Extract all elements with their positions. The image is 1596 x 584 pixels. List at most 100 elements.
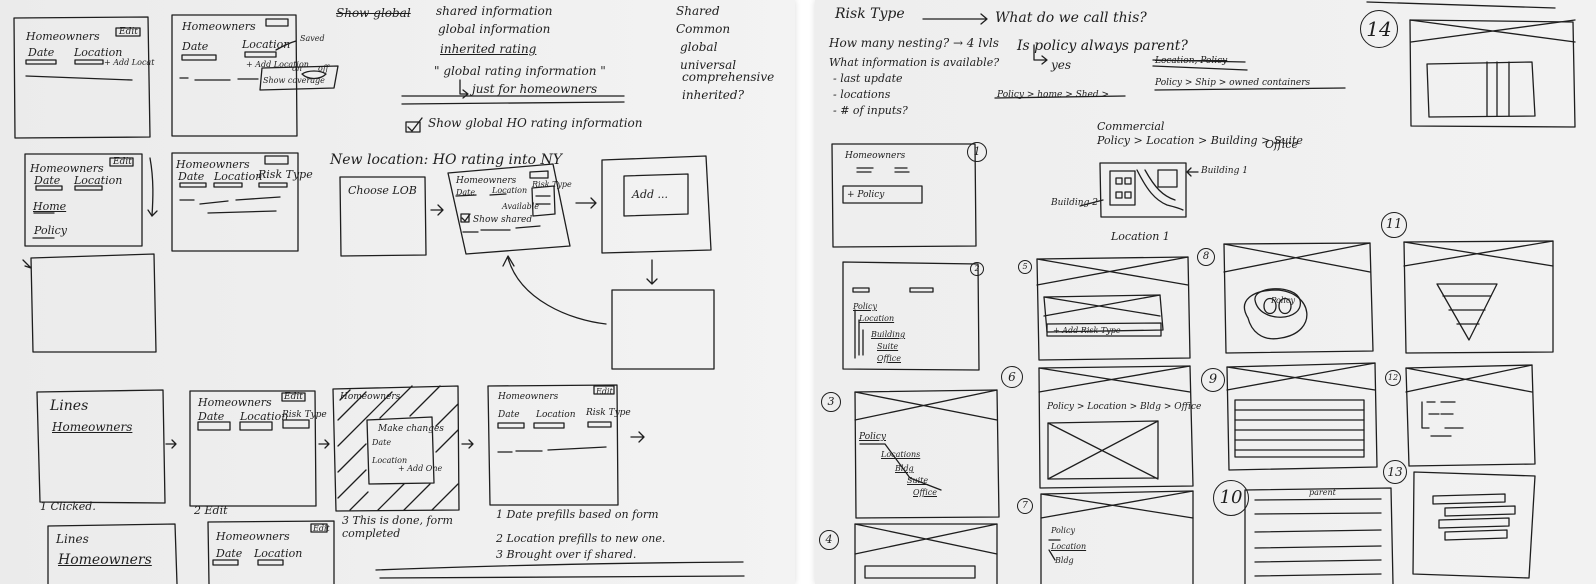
caption-step-4b: 2 Location prefills to new one.	[496, 532, 666, 545]
sketch-8-policy: Policy	[1271, 296, 1295, 305]
word-list-item: comprehensive	[682, 70, 775, 84]
caption-step-1: 1 Clicked.	[40, 500, 96, 513]
frame-c-title: Homeowners	[30, 162, 104, 175]
frame-b-location: Location	[242, 38, 291, 51]
caption-step-4c: 3 Brought over if shared.	[496, 548, 637, 561]
sketch-number-12: 12	[1385, 370, 1401, 386]
word-list-item: global	[680, 40, 718, 54]
office-label: Office	[1265, 138, 1298, 151]
bottom-3-add-one: + Add One	[398, 464, 443, 473]
flow-form-available: Available	[502, 202, 540, 211]
location-1-label: Location 1	[1111, 230, 1170, 243]
sketch-number-1: 1	[967, 142, 987, 162]
bottom-4-title: Homeowners	[498, 392, 559, 402]
sketch-number-13: 13	[1383, 460, 1407, 484]
sketch-5-add-risk-type: + Add Risk Type	[1053, 326, 1121, 335]
info-item-inputs: - # of inputs?	[833, 104, 908, 117]
very-bottom-homeowners: Homeowners	[58, 552, 152, 568]
left-sketch-sheet: Show global shared information global in…	[0, 0, 795, 584]
info-item-last-update: - last update	[833, 72, 903, 85]
frame-b-on: on	[292, 64, 302, 73]
note-global-rating: " global rating information "	[434, 64, 606, 78]
frame-a-location: Location	[74, 46, 123, 59]
sketch-number-2: 2	[970, 262, 984, 276]
bottom-4-date: Date	[498, 410, 520, 420]
frame-c-policy: Policy	[34, 224, 67, 237]
struck-breadcrumb: Policy > home > Shed >	[997, 90, 1110, 100]
bottom-4-risk-type: Risk Type	[586, 408, 631, 418]
commercial-path: Policy > Location > Building > Suite	[1097, 134, 1303, 147]
bottom-3-modal-title: Make changes	[378, 424, 444, 434]
commercial-heading: Commercial	[1097, 120, 1165, 133]
sketch-number-10: 10	[1213, 480, 1249, 516]
sketch-number-14: 14	[1360, 10, 1398, 48]
info-item-locations: - locations	[833, 88, 891, 101]
sketch-3-tree-node: Policy	[859, 432, 886, 442]
frame-b-date: Date	[182, 40, 209, 53]
frame-c-home: Home	[33, 200, 67, 213]
how-many-nesting: How many nesting? → 4 lvls	[829, 36, 999, 50]
sketch-3-tree-node: Bldg	[895, 464, 914, 473]
bottom-2-title: Homeowners	[198, 396, 272, 409]
sketch-8-location: Location	[1051, 542, 1087, 551]
sketch-8-bldg: Bldg	[1055, 556, 1074, 565]
bottom-2-location: Location	[240, 410, 289, 423]
flow-title: New location: HO rating into NY	[330, 152, 562, 168]
very-bottom-edit: Edit	[313, 524, 330, 533]
frame-b-off: off	[318, 64, 329, 73]
sketch-1-title: Homeowners	[845, 151, 906, 161]
flow-form-date: Date	[456, 188, 476, 197]
bottom-4-location: Location	[536, 410, 576, 420]
ship-path: Policy > Ship > owned containers	[1155, 78, 1311, 88]
left-sheet-wireframe-strokes	[13, 14, 745, 584]
flow-form-risk-type: Risk Type	[532, 180, 572, 189]
caption-step-2: 2 Edit	[194, 504, 228, 517]
word-list-item: universal	[680, 58, 737, 72]
frame-a-add-location: + Add Locat	[104, 58, 155, 67]
sketch-2-tree-node: Office	[877, 354, 901, 363]
what-do-we-call-this: What do we call this?	[995, 10, 1147, 26]
flow-form-title: Homeowners	[456, 176, 517, 186]
note-show-global-checkbox: Show global HO rating information	[428, 116, 643, 130]
frame-b-add-location: + Add Location	[246, 60, 309, 69]
sketch-2-tree-node: Location	[859, 314, 895, 323]
word-list-item: inherited?	[682, 88, 745, 102]
frame-a-title: Homeowners	[26, 30, 100, 43]
sketch-10-parent: parent	[1309, 488, 1336, 497]
sketch-number-9: 9	[1201, 368, 1225, 392]
very-bottom-lines: Lines	[56, 532, 89, 546]
what-information-available: What information is available?	[829, 56, 1000, 69]
sketch-6-path: Policy > Location > Bldg > Office	[1047, 402, 1202, 412]
sketch-2-tree-node: Building	[871, 330, 906, 339]
sketch-2-tree-node: Policy	[853, 302, 877, 311]
frame-d-risk-type: Risk Type	[258, 168, 313, 181]
caption-step-4a: 1 Date prefills based on form	[496, 508, 659, 521]
sketch-7-policy: Policy	[1051, 526, 1075, 535]
bottom-4-edit: Edit	[596, 387, 613, 396]
very-bottom-location: Location	[254, 547, 303, 560]
sketch-number-6: 6	[1001, 366, 1023, 388]
flow-form-location: Location	[492, 186, 528, 195]
sketch-number-3: 3	[821, 392, 841, 412]
flow-form-show-shared: Show shared	[473, 215, 533, 225]
sketch-3-tree-node: Office	[913, 488, 937, 497]
bottom-3-location: Location	[372, 456, 408, 465]
sketch-number-7: 7	[1017, 498, 1033, 514]
flow-choose-lob: Choose LOB	[348, 184, 417, 197]
bottom-lines-label: Lines	[50, 398, 89, 414]
sketch-number-4: 4	[819, 530, 839, 550]
bottom-2-risk-type: Risk Type	[282, 410, 327, 420]
frame-d-title: Homeowners	[176, 158, 250, 171]
risk-type-heading: Risk Type	[835, 6, 905, 22]
very-bottom-date: Date	[216, 547, 243, 560]
sketch-number-11: 11	[1381, 212, 1407, 238]
frame-c-date: Date	[34, 174, 61, 187]
is-policy-always-parent: Is policy always parent?	[1017, 38, 1188, 54]
sketch-number-8: 8	[1197, 248, 1215, 266]
struck-note: Show global	[336, 6, 411, 20]
note-shared-information: shared information	[436, 4, 553, 18]
struck-location-policy: Location, Policy	[1155, 56, 1228, 66]
note-global-information: global information	[438, 22, 551, 36]
sketch-1-add-policy: + Policy	[847, 190, 885, 200]
sketch-3-tree-node: Locations	[881, 450, 921, 459]
